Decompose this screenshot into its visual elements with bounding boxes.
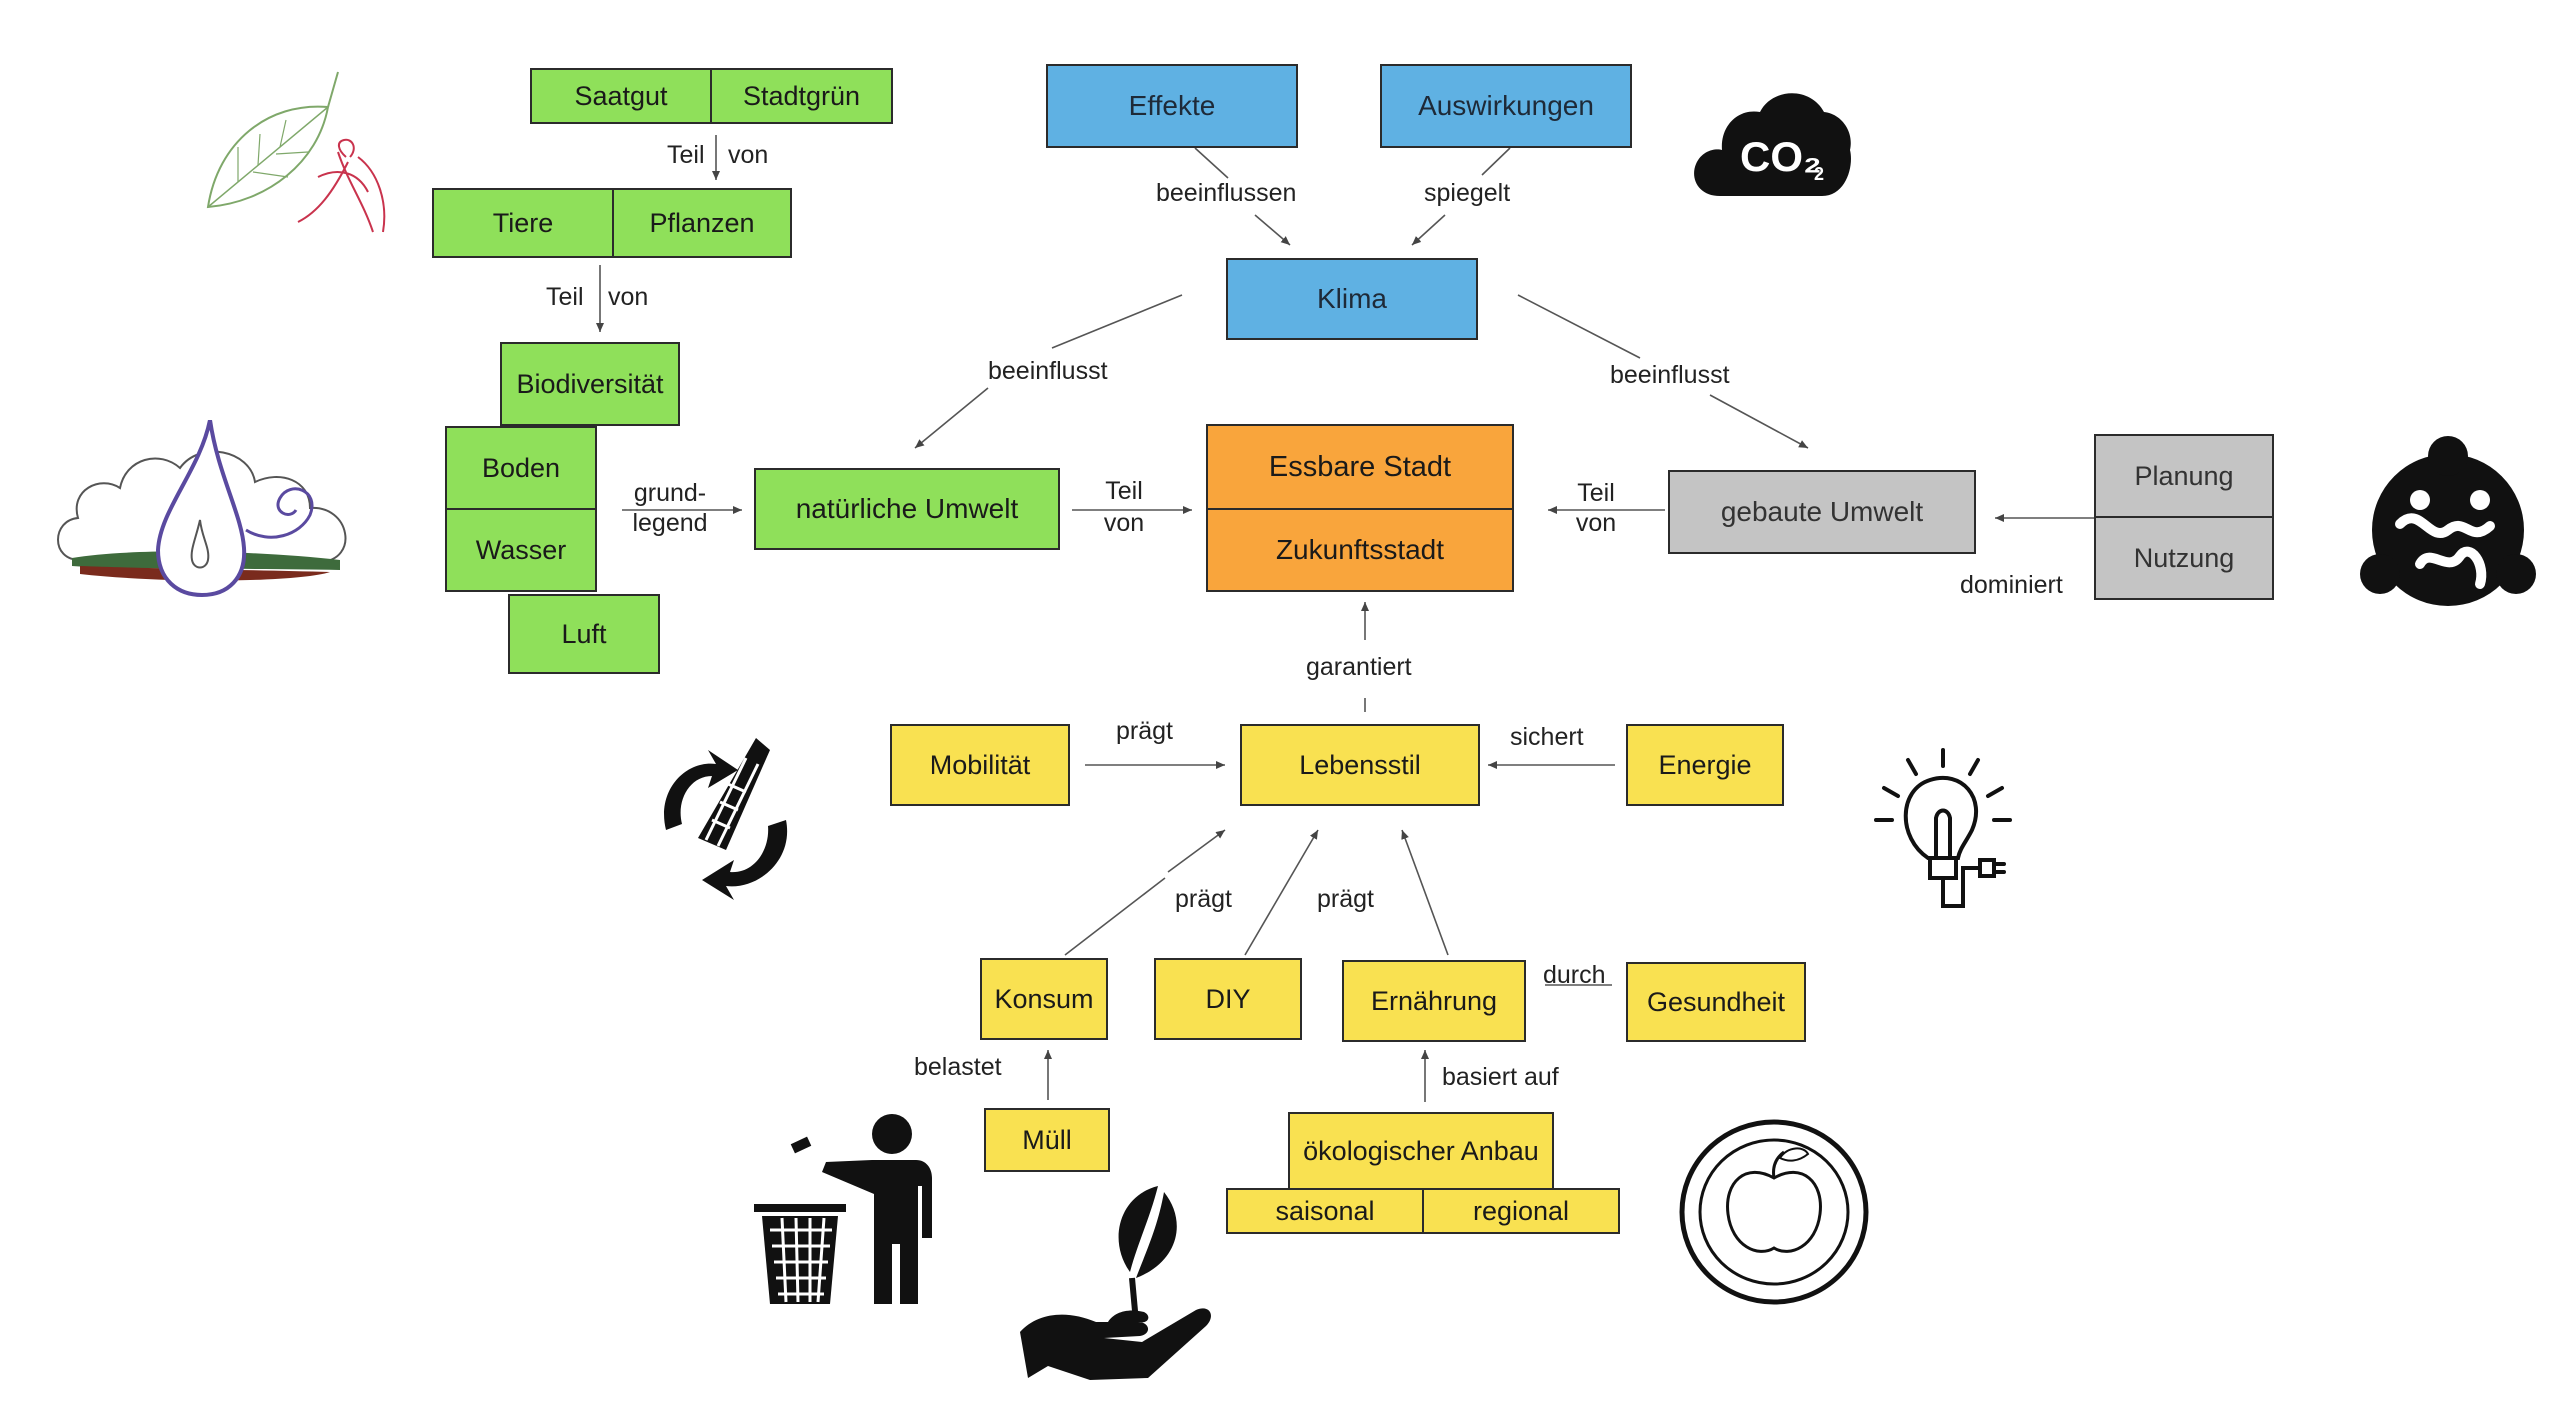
label-grund: grund- [633,479,707,507]
edge-effekte-klima [1254,214,1291,246]
label-sichert: sichert [1510,723,1584,751]
node-luft: Luft [508,594,660,674]
node-muell: Müll [984,1108,1110,1172]
node-oekologischer-anbau: ökologischer Anbau [1288,1112,1554,1190]
node-diy: DIY [1154,958,1302,1040]
label-dominiert: dominiert [1960,571,2063,599]
label-beeinflussen: beeinflussen [1156,179,1297,207]
label-von-4: von [1575,509,1617,537]
label-praegt-3: prägt [1317,885,1374,913]
node-saatgut: Saatgut [530,68,712,124]
node-stadtgruen: Stadtgrün [710,68,893,124]
label-durch: durch [1543,961,1606,989]
label-teil-1: Teil [667,141,705,169]
label-teil-3: Teil [1105,477,1143,505]
node-gesundheit: Gesundheit [1626,962,1806,1042]
edge-ernaehrung [1401,829,1449,956]
edge-klima-left-top [1051,294,1183,349]
node-saisonal: saisonal [1226,1188,1424,1234]
label-garantiert: garantiert [1306,653,1412,681]
node-biodiversitaet: Biodiversität [500,342,680,426]
label-von-3: von [1103,509,1145,537]
label-von-2: von [608,283,649,311]
edge-diy [1244,829,1319,956]
label-spiegelt: spiegelt [1424,179,1511,207]
node-wasser: Wasser [445,508,597,592]
node-energie: Energie [1626,724,1784,806]
node-konsum: Konsum [980,958,1108,1040]
node-gebaute-umwelt: gebaute Umwelt [1668,470,1976,554]
edge-klima-right-top [1517,294,1641,359]
co2-subscript: 2 [1814,164,1824,184]
edge-konsum-b [1167,829,1226,873]
label-belastet: belastet [914,1053,1002,1081]
label-praegt-2: prägt [1175,885,1232,913]
label-teil-2: Teil [546,283,584,311]
node-tiere: Tiere [432,188,614,258]
co2-cloud-icon: CO₂ 2 [1694,93,1851,196]
label-basiert-auf: basiert auf [1442,1063,1559,1091]
edge-konsum-a [1064,877,1166,956]
node-planung: Planung [2094,434,2274,518]
label-beeinflusst-left: beeinflusst [988,357,1108,385]
node-essbare-stadt: Essbare Stadt [1206,424,1514,510]
node-ernaehrung: Ernährung [1342,960,1526,1042]
hand-plant-icon [1020,1186,1211,1380]
edge-klima-gebaut [1709,394,1809,449]
node-auswirkungen: Auswirkungen [1380,64,1632,148]
water-drop-cloud-icon [57,420,347,598]
node-lebensstil: Lebensstil [1240,724,1480,806]
node-zukunftsstadt: Zukunftsstadt [1206,508,1514,592]
leaf-flower-icon [206,71,386,233]
node-mobilitaet: Mobilität [890,724,1070,806]
label-teil-4: Teil [1577,479,1615,507]
mobility-recycle-icon [664,738,788,900]
edge-klima-natuerlich [914,387,989,449]
node-natuerliche-umwelt: natürliche Umwelt [754,468,1060,550]
lightbulb-icon [1874,748,2012,908]
edge-auswirkungen-top [1481,147,1511,176]
trash-person-icon [754,1114,932,1304]
node-klima: Klima [1226,258,1478,340]
edge-effekte-top [1194,147,1229,179]
node-boden: Boden [445,426,597,510]
label-von-1: von [728,141,769,169]
co2-label: CO₂ [1740,133,1822,180]
edge-auswirkungen-klima [1411,214,1446,246]
community-icon [2360,436,2536,606]
node-regional: regional [1422,1188,1620,1234]
node-effekte: Effekte [1046,64,1298,148]
node-pflanzen: Pflanzen [612,188,792,258]
apple-plate-icon [1679,1119,1869,1305]
label-beeinflusst-right: beeinflusst [1610,361,1730,389]
node-nutzung: Nutzung [2094,516,2274,600]
label-praegt-1: prägt [1116,717,1173,745]
label-legend: legend [632,509,708,537]
